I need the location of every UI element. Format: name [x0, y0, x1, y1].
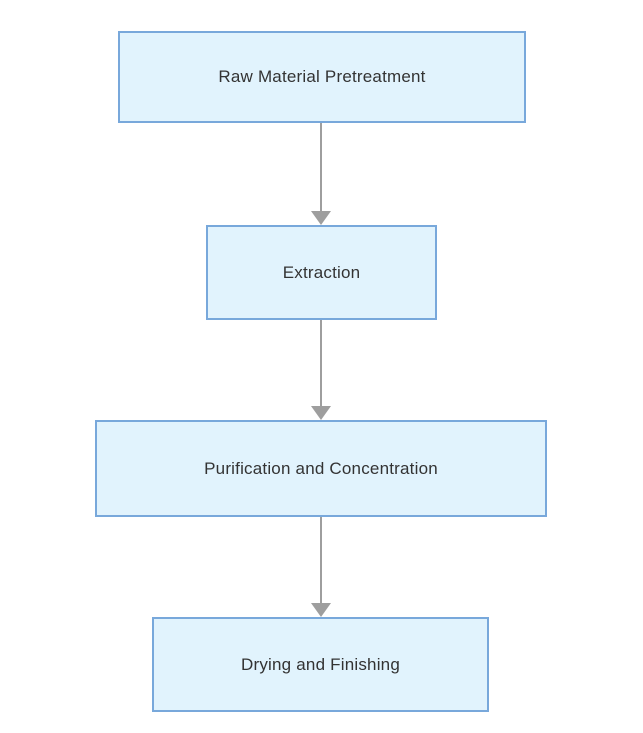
edge-line: [320, 123, 322, 212]
edge-line: [320, 517, 322, 604]
edge-extraction-to-purification: [311, 320, 331, 420]
arrow-down-icon: [311, 211, 331, 225]
node-label: Drying and Finishing: [241, 654, 400, 674]
edge-pretreatment-to-extraction: [311, 123, 331, 225]
arrow-down-icon: [311, 406, 331, 420]
node-label: Raw Material Pretreatment: [218, 67, 426, 86]
node-drying-and-finishing: Drying and Finishing: [152, 617, 489, 712]
node-label: Purification and Concentration: [204, 458, 438, 478]
edge-line: [320, 320, 322, 407]
arrow-down-icon: [311, 603, 331, 617]
node-purification-and-concentration: Purification and Concentration: [95, 420, 547, 517]
edge-purification-to-drying: [311, 517, 331, 617]
node-raw-material-pretreatment: Raw Material Pretreatment: [118, 31, 526, 123]
node-extraction: Extraction: [206, 225, 437, 320]
node-label: Extraction: [282, 262, 361, 282]
